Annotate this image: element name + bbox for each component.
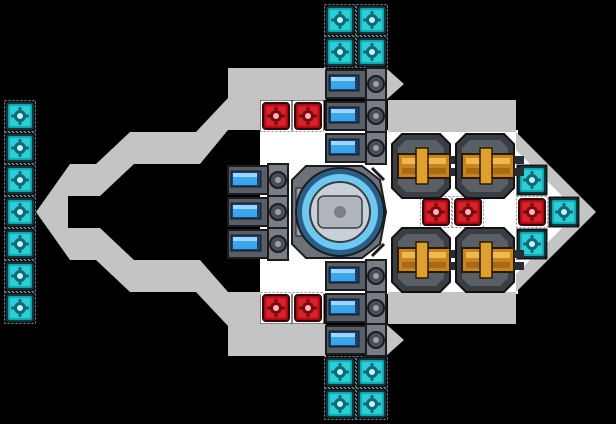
shield-block[interactable]: [3, 131, 37, 165]
tail-fork-hull: [36, 68, 326, 356]
shield-block[interactable]: [3, 291, 37, 325]
armor-block[interactable]: [419, 195, 453, 229]
bottom-shield-cluster[interactable]: [323, 355, 389, 421]
thruster[interactable]: [227, 227, 289, 261]
thruster[interactable]: [227, 195, 289, 229]
shield-block[interactable]: [355, 35, 389, 69]
thruster[interactable]: [325, 259, 387, 293]
thruster[interactable]: [325, 323, 387, 357]
shield-block[interactable]: [323, 35, 357, 69]
thruster[interactable]: [227, 163, 289, 197]
armor-block[interactable]: [451, 195, 485, 229]
lower-plate: [388, 292, 516, 324]
top-shield-cluster[interactable]: [323, 3, 389, 69]
twin-cannon-turret[interactable]: [391, 227, 461, 293]
shield-block[interactable]: [323, 387, 357, 421]
shield-block[interactable]: [355, 355, 389, 389]
upper-plate: [388, 100, 516, 132]
left-shield-column[interactable]: [3, 99, 37, 325]
shield-block[interactable]: [547, 195, 581, 229]
twin-cannon-turret[interactable]: [455, 227, 525, 293]
thruster[interactable]: [325, 131, 387, 165]
thrusters-rear[interactable]: [227, 163, 289, 261]
shield-block[interactable]: [323, 355, 357, 389]
thruster[interactable]: [325, 291, 387, 325]
thruster[interactable]: [325, 67, 387, 101]
armor-block[interactable]: [291, 291, 325, 325]
shield-block[interactable]: [3, 99, 37, 133]
armor-block[interactable]: [291, 99, 325, 133]
armor-block[interactable]: [259, 99, 293, 133]
shield-block[interactable]: [3, 227, 37, 261]
shield-block[interactable]: [3, 259, 37, 293]
bridge-module[interactable]: [291, 165, 388, 259]
twin-cannon-turret[interactable]: [455, 133, 525, 199]
twin-cannon-turret[interactable]: [391, 133, 461, 199]
thrusters-top[interactable]: [325, 67, 387, 165]
thrusters-bottom[interactable]: [325, 259, 387, 357]
shield-block[interactable]: [3, 195, 37, 229]
armor-block[interactable]: [515, 195, 549, 229]
thruster[interactable]: [325, 99, 387, 133]
shield-block[interactable]: [355, 3, 389, 37]
bottom-fin: [386, 324, 404, 356]
top-fin: [386, 68, 404, 100]
shield-block[interactable]: [3, 163, 37, 197]
armor-block[interactable]: [259, 291, 293, 325]
shield-block[interactable]: [355, 387, 389, 421]
shield-block[interactable]: [323, 3, 357, 37]
